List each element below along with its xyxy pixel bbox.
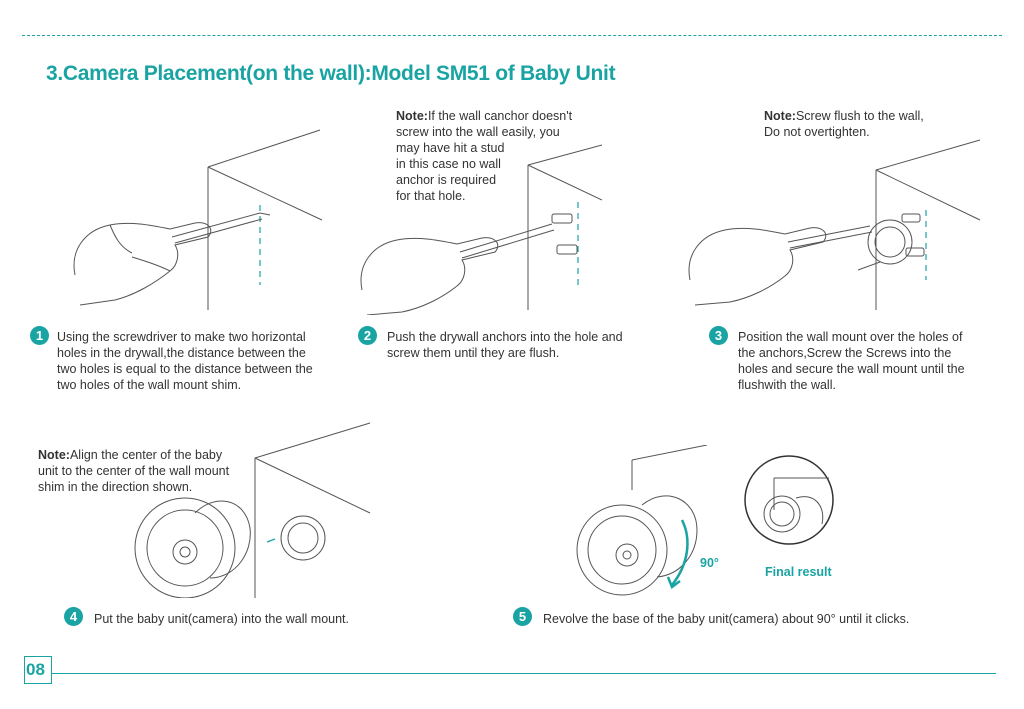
step-text-line: Position the wall mount over the holes o… xyxy=(738,330,963,344)
note-text: If the wall canchor doesn't xyxy=(427,109,573,123)
step-5-text: Revolve the base of the baby unit(camera… xyxy=(543,611,909,627)
step-2-text: Push the drywall anchors into the hole a… xyxy=(387,329,623,361)
note-text: shim in the direction shown. xyxy=(38,480,193,494)
step-1-text: Using the screwdriver to make two horizo… xyxy=(57,329,313,393)
step-text-line: two holes of the wall mount shim. xyxy=(57,378,242,392)
top-dashed-divider xyxy=(22,35,1002,36)
page-number-box xyxy=(24,656,52,684)
note-text: for that hole. xyxy=(396,189,466,203)
align-arrow-icon xyxy=(266,538,276,543)
step-text-line: holes and secure the wall mount until th… xyxy=(738,362,965,376)
rotate-arrow-icon xyxy=(671,519,689,586)
final-result-label: Final result xyxy=(765,565,832,579)
step-text-line: screw them until they are flush. xyxy=(387,346,560,360)
page-title: 3.Camera Placement(on the wall):Model SM… xyxy=(46,62,616,85)
step-4-text: Put the baby unit(camera) into the wall … xyxy=(94,611,349,627)
note-text: may have hit a stud xyxy=(396,141,505,155)
illustration-wall-mount xyxy=(688,139,981,310)
step-3-text: Position the wall mount over the holes o… xyxy=(738,329,965,393)
note-label: Note: xyxy=(764,109,796,123)
note-label: Note: xyxy=(396,109,428,123)
note-label: Note: xyxy=(38,448,70,462)
illustration-drywall-anchors xyxy=(360,144,602,315)
note-text: Do not overtighten. xyxy=(764,125,870,139)
rotation-degree-label: 90° xyxy=(700,556,719,570)
illustration-drill-holes xyxy=(73,129,323,310)
illustration-rotate-camera xyxy=(576,445,708,596)
note-text: screw into the wall easily, you xyxy=(396,125,560,139)
note-anchor: Note:If the wall canchor doesn't screw i… xyxy=(396,108,572,204)
step-text-line: holes in the drywall,the distance betwee… xyxy=(57,346,306,360)
note-text: in this case no wall xyxy=(396,157,501,171)
page-number: 08 xyxy=(26,660,45,679)
illustration-attach-camera xyxy=(134,422,371,598)
note-text: anchor is required xyxy=(396,173,497,187)
note-align: Note:Align the center of the baby unit t… xyxy=(38,447,229,495)
note-text: Align the center of the baby xyxy=(69,448,223,462)
step-number-4: 4 xyxy=(64,607,83,626)
step-text-line: two holes is equal to the distance betwe… xyxy=(57,362,313,376)
note-text: unit to the center of the wall mount xyxy=(38,464,230,478)
step-text-line: Push the drywall anchors into the hole a… xyxy=(387,330,623,344)
step-number-5: 5 xyxy=(513,607,532,626)
step-text-line: Using the screwdriver to make two horizo… xyxy=(57,330,306,344)
step-number-1: 1 xyxy=(30,326,49,345)
final-result-illustration xyxy=(744,455,834,545)
step-text-line: Put the baby unit(camera) into the wall … xyxy=(94,612,349,626)
step-number-2: 2 xyxy=(358,326,377,345)
step-number-3: 3 xyxy=(709,326,728,345)
step-text-line: flushwith the wall. xyxy=(738,378,836,392)
step-text-line: the anchors,Screw the Screws into the xyxy=(738,346,952,360)
note-screw: Note:Screw flush to the wall, Do not ove… xyxy=(764,108,924,140)
bottom-divider xyxy=(52,673,996,674)
note-text: Screw flush to the wall, xyxy=(795,109,924,123)
step-text-line: Revolve the base of the baby unit(camera… xyxy=(543,612,910,626)
